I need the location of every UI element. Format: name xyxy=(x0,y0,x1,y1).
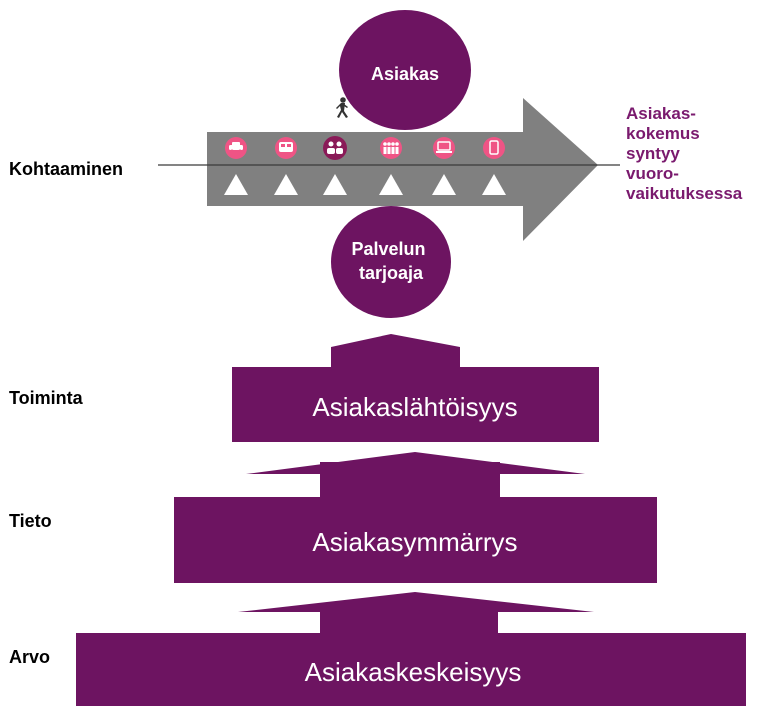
palvelun-tarjoaja-line2: tarjoaja xyxy=(359,263,424,283)
toiminta-block-label: Asiakaslähtöisyys xyxy=(312,392,517,422)
kohtaaminen-label: Kohtaaminen xyxy=(9,159,124,179)
tieto-block-label: Asiakasymmärrys xyxy=(312,527,517,557)
tieto-block xyxy=(174,497,657,583)
bus-icon xyxy=(275,137,297,159)
triangle-marker xyxy=(432,174,456,195)
toiminta-label: Toiminta xyxy=(9,388,83,408)
result-line: Asiakas- xyxy=(626,104,696,123)
customer-journey-arrow xyxy=(207,98,598,241)
car-icon xyxy=(225,137,247,159)
triangle-marker xyxy=(323,174,347,195)
triangle-marker xyxy=(379,174,403,195)
result-line: kokemus xyxy=(626,124,700,143)
customer-experience-result: Asiakas- kokemus syntyy vuoro- vaikutuks… xyxy=(626,104,769,204)
arvo-roof-base xyxy=(320,604,498,634)
laptop-icon xyxy=(433,137,455,159)
toiminta-roof xyxy=(331,335,460,367)
tieto-roof-base xyxy=(320,462,500,498)
phone-icon xyxy=(483,137,505,159)
asiakas-label: Asiakas xyxy=(371,64,439,84)
result-line: vuoro- xyxy=(626,164,679,183)
arvo-block xyxy=(76,633,746,706)
palvelun-tarjoaja-label: Palvelun tarjoaja xyxy=(351,239,430,283)
walking-person-icon xyxy=(336,97,348,118)
triangle-marker xyxy=(482,174,506,195)
result-line: vaikutuksessa xyxy=(626,184,743,203)
arvo-block-label: Asiakaskeskeisyys xyxy=(305,657,522,687)
arvo-label: Arvo xyxy=(9,647,51,667)
result-line: syntyy xyxy=(626,144,680,163)
tieto-label: Tieto xyxy=(9,511,52,531)
palvelun-tarjoaja-circle xyxy=(331,206,451,318)
people-icon xyxy=(323,136,347,160)
toiminta-block xyxy=(232,367,599,442)
triangle-marker xyxy=(274,174,298,195)
touchpoint-markers xyxy=(224,174,506,195)
group-icon xyxy=(380,137,402,159)
triangle-marker xyxy=(224,174,248,195)
asiakas-circle xyxy=(339,10,471,130)
palvelun-tarjoaja-line1: Palvelun xyxy=(351,239,425,259)
